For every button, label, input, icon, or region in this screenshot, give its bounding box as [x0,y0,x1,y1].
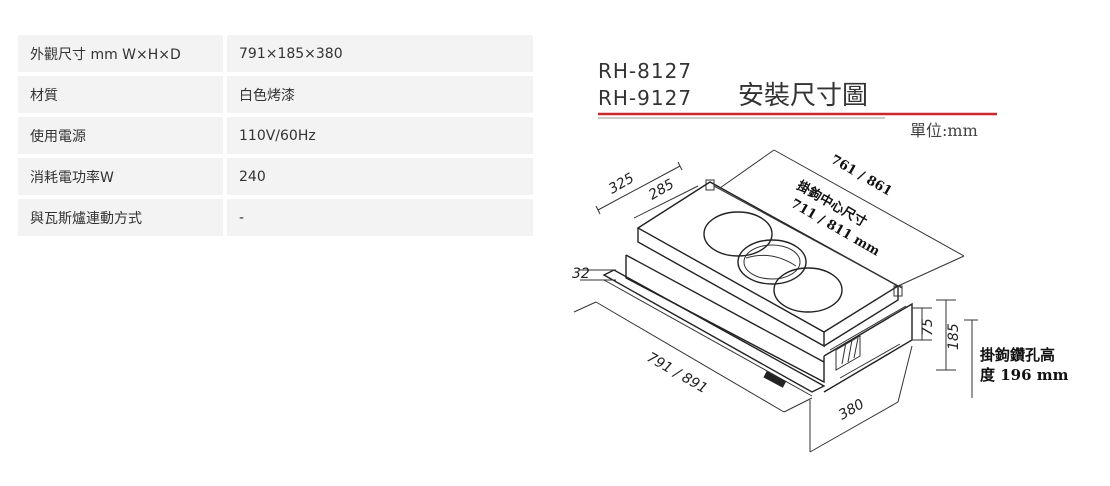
spec-value: 791×185×380 [227,35,533,72]
dim-width-front: 791 / 891 [644,350,710,397]
model-name: RH-9127 [598,86,692,110]
spec-row-size: 外觀尺寸 mm W×H×D 791×185×380 [18,35,533,72]
spec-label: 外觀尺寸 mm W×H×D [18,35,227,72]
model-name: RH-8127 [598,59,692,83]
spec-row-power-supply: 使用電源 110V/60Hz [18,117,533,154]
spec-value: - [227,199,533,236]
spec-row-stove-link: 與瓦斯爐連動方式 - [18,199,533,236]
unit-label: 單位:mm [910,121,978,140]
spec-value: 240 [227,158,533,195]
spec-value: 110V/60Hz [227,117,533,154]
spec-label: 消耗電功率W [18,158,227,195]
dim-h75: 75 [920,318,936,336]
dim-285: 285 [646,176,677,203]
spec-row-power-consumption: 消耗電功率W 240 [18,158,533,195]
figure-title: 安裝尺寸圖 [738,81,868,111]
dim-325: 325 [606,170,637,197]
dim-width-top: 761 / 861 [828,152,894,199]
spec-label: 與瓦斯爐連動方式 [18,199,227,236]
hole-height-note: 掛鉤鑽孔高 [980,346,1055,364]
range-hood-drawing [602,179,913,397]
spec-label: 使用電源 [18,117,227,154]
spec-row-material: 材質 白色烤漆 [18,76,533,113]
installation-dimension-drawing: RH-8127 RH-9127 安裝尺寸圖 單位:mm [572,59,1069,453]
dim-depth: 380 [836,396,867,423]
dimension-lines [573,149,978,453]
spec-label: 材質 [18,76,227,113]
dim-32: 32 [572,266,590,282]
spec-value: 白色烤漆 [227,76,533,113]
spec-table: 外觀尺寸 mm W×H×D 791×185×380 材質 白色烤漆 使用電源 1… [18,31,533,240]
dim-h185: 185 [946,323,962,350]
hole-height-note: 度 196 mm [980,366,1069,384]
